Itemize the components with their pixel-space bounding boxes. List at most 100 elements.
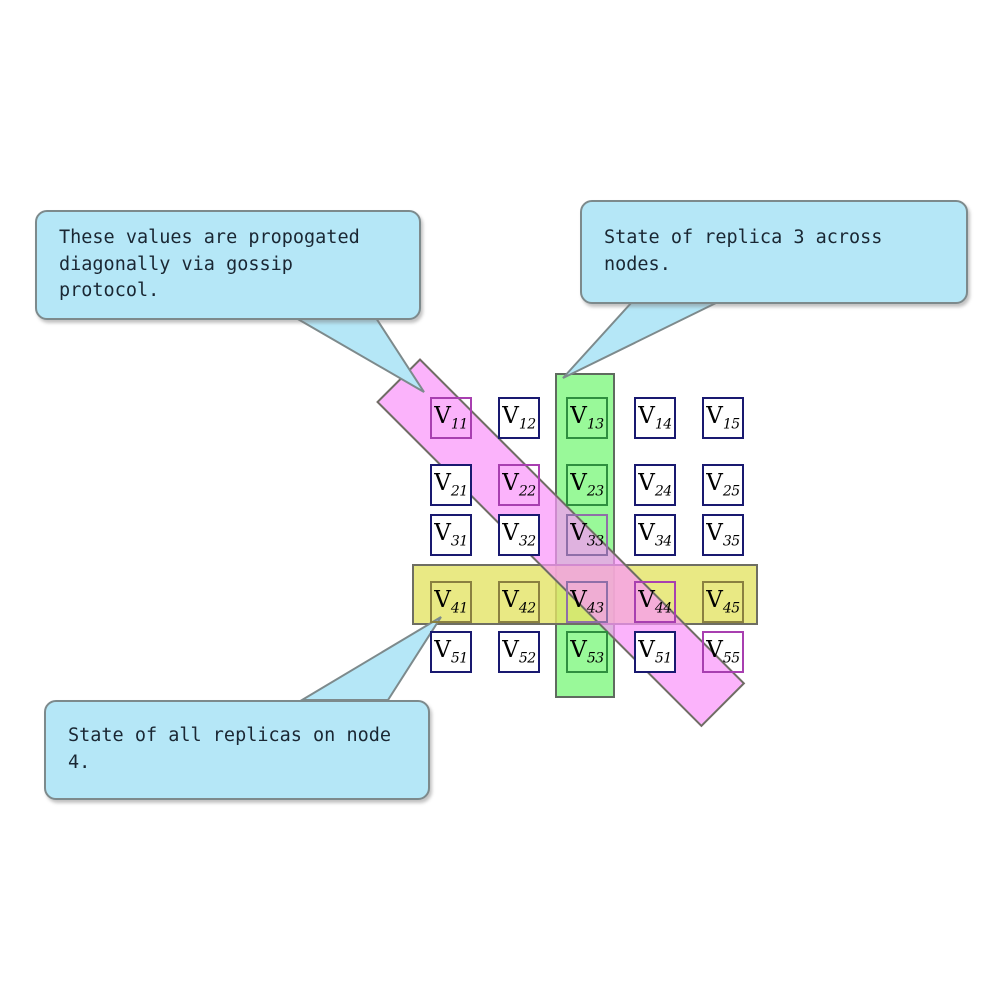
cell-label-subscript: 12 [518, 416, 536, 433]
cell-label-base: V [570, 636, 587, 663]
cell-label: V35 [706, 519, 740, 548]
cell-label-subscript: 53 [586, 650, 604, 667]
cell-label: V31 [434, 519, 468, 550]
cell-label: V44 [638, 586, 672, 617]
grid-cell-v53: V53 [566, 631, 608, 673]
cell-label: V22 [502, 469, 536, 500]
cell-label-subscript: 15 [722, 416, 740, 433]
cell-label-base: V [434, 586, 451, 613]
cell-label-subscript: 11 [450, 416, 468, 433]
cell-label-subscript: 52 [518, 650, 536, 667]
cell-label-subscript: 51 [450, 650, 468, 667]
grid-cell-v23: V23 [566, 464, 608, 506]
cell-label-base: V [502, 402, 519, 429]
cell-label: V55 [706, 636, 740, 667]
cell-label-subscript: 55 [722, 650, 740, 667]
cell-label-subscript: 34 [654, 533, 672, 550]
grid-cell-v52: V52 [498, 631, 540, 673]
grid-cell-v12: V12 [498, 397, 540, 439]
cell-label-base: V [570, 469, 587, 496]
grid-cell-v51: V51 [634, 631, 676, 673]
grid-cell-v25: V25 [702, 464, 744, 506]
cell-label-base: V [434, 402, 451, 429]
cell-label-base: V [570, 519, 587, 546]
grid-cell-v41: V41 [430, 581, 472, 623]
cell-label-subscript: 42 [518, 600, 536, 617]
cell-label-subscript: 13 [586, 416, 604, 433]
cell-label-subscript: 14 [654, 416, 672, 433]
cell-label: V51 [638, 636, 672, 667]
callout-replica3: State of replica 3 across nodes. [580, 200, 968, 304]
cell-label: V41 [434, 586, 468, 617]
cell-label-subscript: 51 [654, 650, 672, 667]
cell-label-subscript: 25 [722, 483, 740, 500]
node4-callout-tail [298, 616, 442, 701]
cell-label: V53 [570, 636, 604, 667]
cell-label: V24 [638, 469, 672, 500]
cell-label: V23 [570, 469, 604, 500]
cell-label-base: V [570, 402, 587, 429]
grid-cell-v34: V34 [634, 514, 676, 556]
cell-label-base: V [434, 519, 451, 546]
grid-cell-v15: V15 [702, 397, 744, 439]
cell-label-base: V [638, 586, 655, 613]
grid-cell-v55: V55 [702, 631, 744, 673]
cell-label: V11 [434, 402, 468, 433]
replica3-callout-tail [562, 301, 719, 379]
grid-cell-v45: V45 [702, 581, 744, 623]
callout-gossip: These values are propogated diagonally v… [35, 210, 421, 320]
cell-label-base: V [434, 636, 451, 663]
callout-node4-text: State of all replicas on node 4. [68, 725, 392, 773]
cell-label: V34 [638, 521, 672, 550]
grid-cell-v33: V33 [566, 514, 608, 556]
grid-cell-v13: V13 [566, 397, 608, 439]
grid-cell-v32: V32 [498, 514, 540, 556]
cell-label-base: V [706, 586, 723, 613]
grid-cell-v24: V24 [634, 464, 676, 506]
grid-cell-v31: V31 [430, 514, 472, 556]
cell-label: V51 [434, 636, 468, 667]
callout-node4: State of all replicas on node 4. [44, 700, 430, 800]
cell-label-subscript: 44 [654, 600, 672, 617]
cell-label: V14 [638, 402, 672, 433]
callout-replica3-text: State of replica 3 across nodes. [604, 227, 883, 275]
cell-label: V52 [502, 638, 536, 667]
cell-label-subscript: 24 [654, 483, 672, 500]
cell-label: V13 [570, 402, 604, 433]
grid-cell-v51: V51 [430, 631, 472, 673]
cell-label-base: V [706, 519, 723, 546]
cell-label: V12 [502, 402, 536, 433]
cell-label-subscript: 31 [450, 533, 468, 550]
cell-label: V33 [570, 519, 604, 550]
grid-cell-v22: V22 [498, 464, 540, 506]
grid-cell-v42: V42 [498, 581, 540, 623]
cell-label-base: V [638, 636, 655, 663]
cell-label: V43 [570, 586, 604, 617]
cell-label-base: V [706, 469, 723, 496]
cell-label-base: V [502, 469, 519, 496]
cell-label: V15 [706, 402, 740, 433]
cell-label-subscript: 33 [586, 533, 604, 550]
cell-label-base: V [638, 469, 655, 496]
cell-label-base: V [706, 636, 723, 663]
cell-label-base: V [502, 586, 519, 613]
cell-label-base: V [434, 469, 451, 496]
cell-label-base: V [502, 519, 519, 546]
grid-cell-v44: V44 [634, 581, 676, 623]
grid-cell-v11: V11 [430, 397, 472, 439]
cell-label-base: V [570, 586, 587, 613]
cell-label-subscript: 43 [586, 600, 604, 617]
callout-gossip-text: These values are propogated diagonally v… [59, 226, 360, 302]
cell-label-subscript: 41 [450, 600, 468, 617]
cell-label: V32 [502, 519, 536, 548]
grid-cell-v35: V35 [702, 514, 744, 556]
cell-label-base: V [706, 402, 723, 429]
cell-label-subscript: 45 [722, 600, 740, 617]
cell-label-subscript: 23 [586, 483, 604, 500]
cell-label: V21 [434, 469, 468, 498]
cell-label-subscript: 22 [518, 483, 536, 500]
cell-label: V25 [706, 469, 740, 500]
cell-label: V45 [706, 586, 740, 617]
cell-label-base: V [638, 402, 655, 429]
